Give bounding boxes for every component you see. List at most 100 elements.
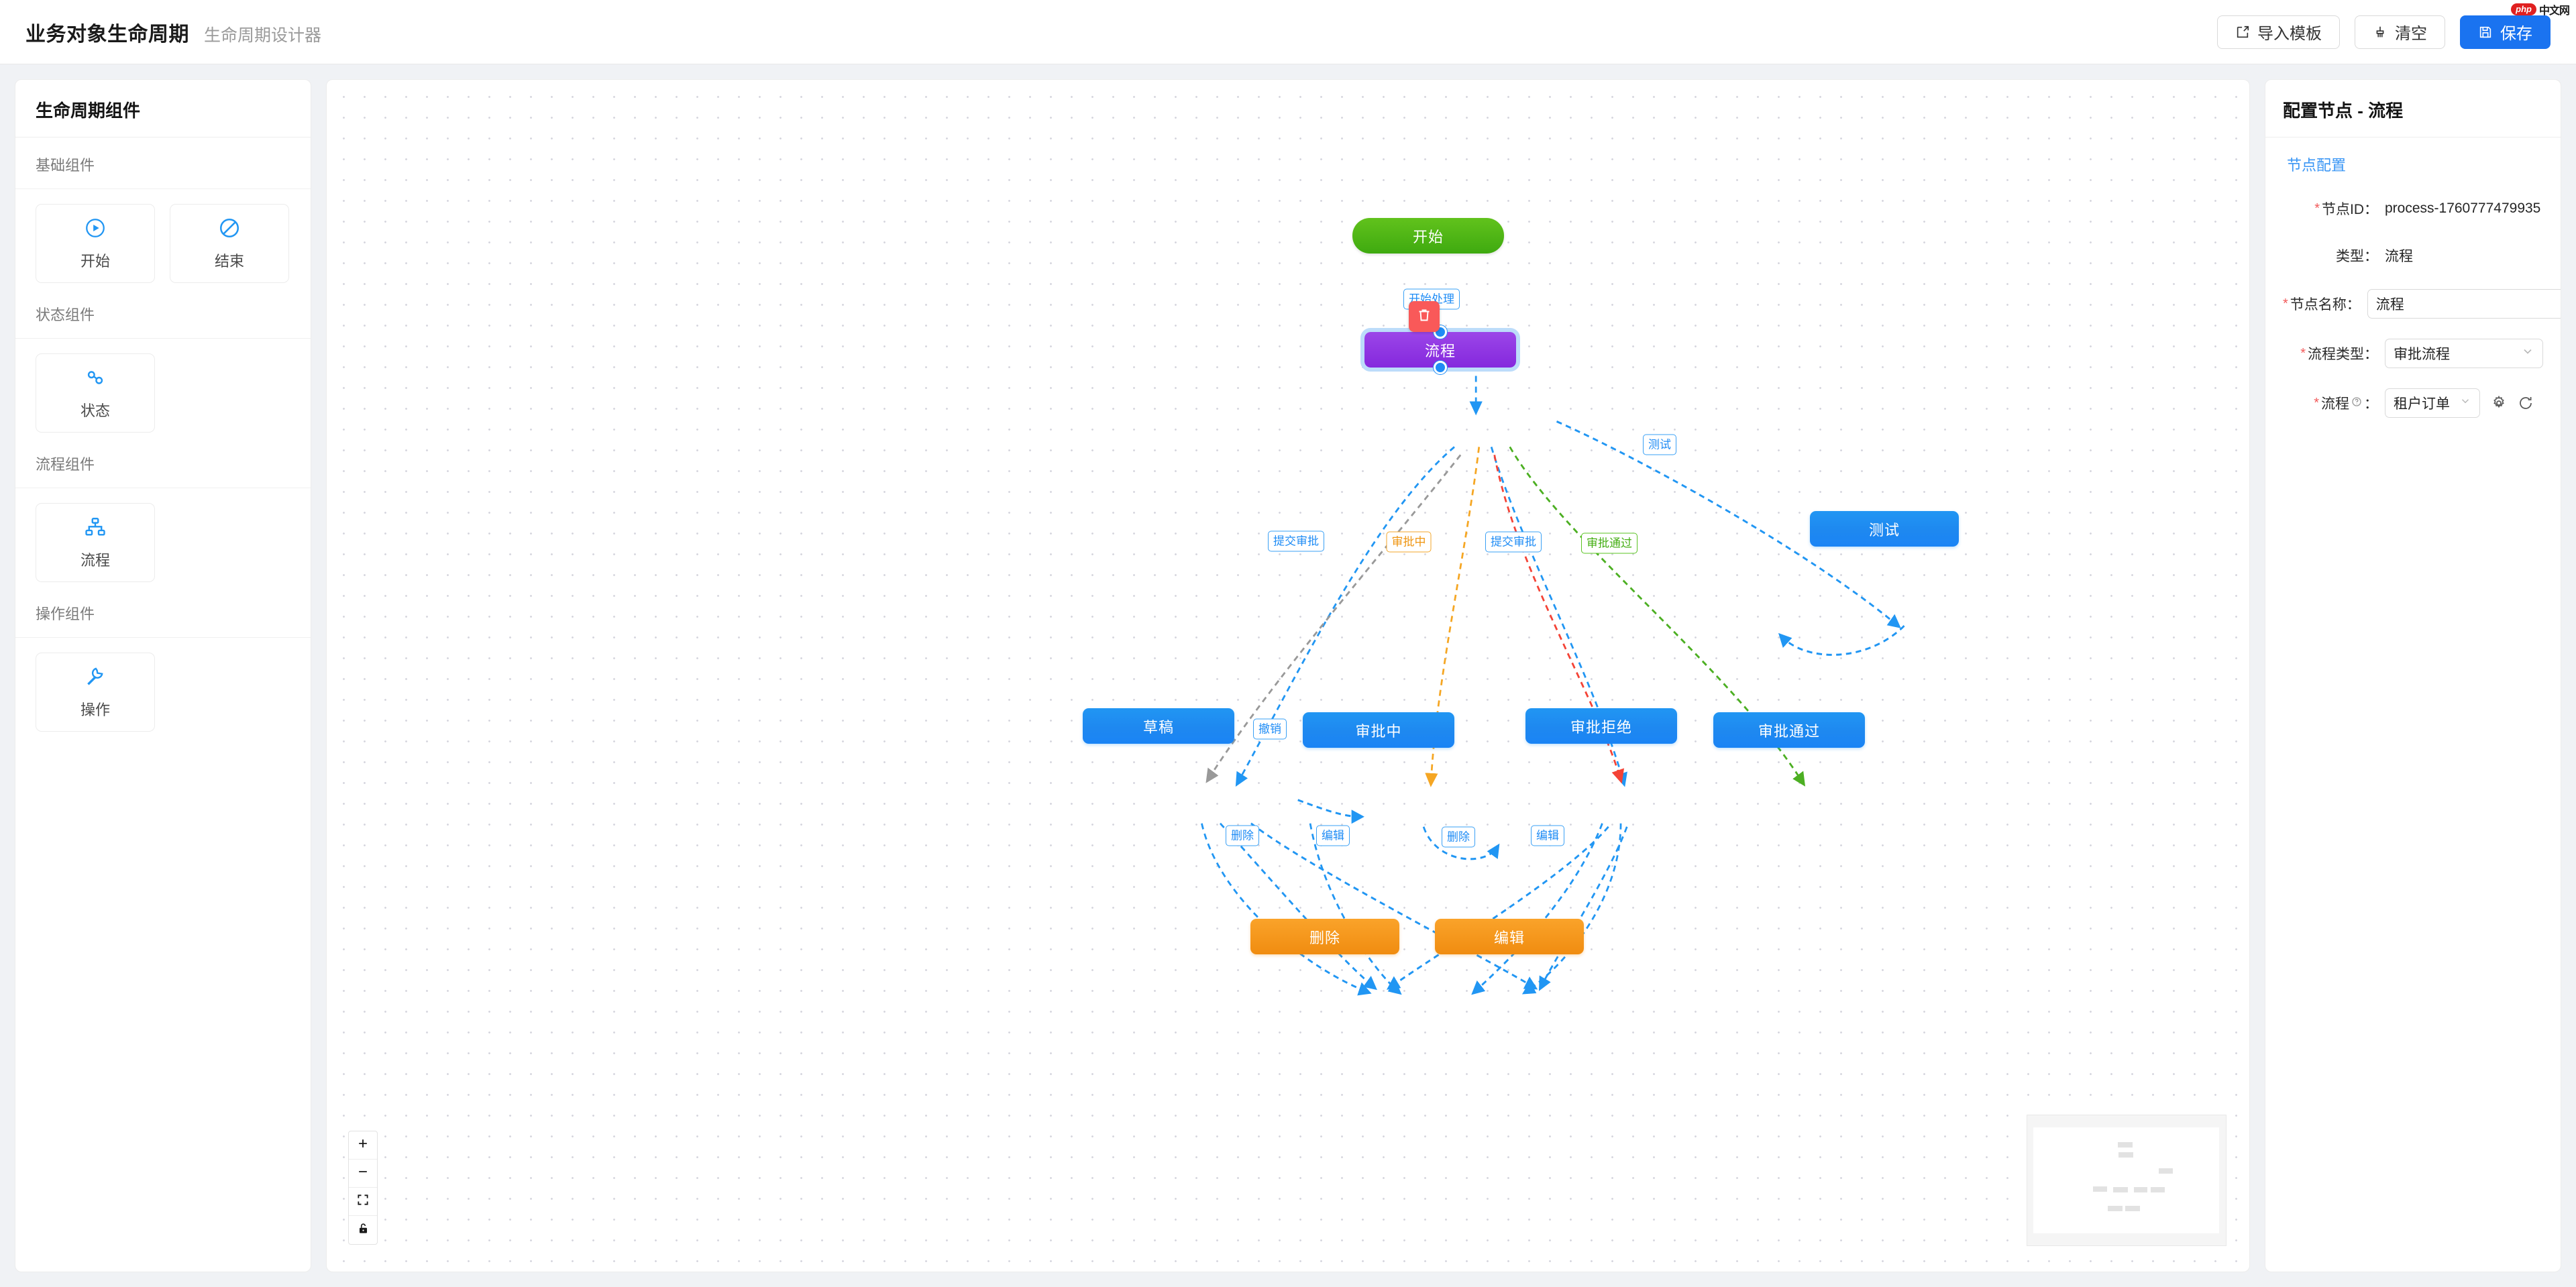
flow-edge[interactable] [1422, 826, 1500, 860]
play-circle-icon [84, 217, 107, 243]
header-title-group: 业务对象生命周期 生命周期设计器 [0, 17, 321, 47]
minimap-node [2108, 1206, 2123, 1211]
flow-edge[interactable] [1309, 823, 1402, 995]
required-star-icon: * [2314, 396, 2319, 410]
flow-edge[interactable] [1521, 823, 1622, 995]
minimap-node [2151, 1187, 2165, 1192]
node-id-value: process-1760777479935 [2385, 201, 2541, 216]
flow-edge[interactable] [1201, 823, 1372, 996]
flow-refresh-icon[interactable] [2518, 395, 2534, 411]
zoom-out-button[interactable] [349, 1160, 377, 1188]
edge-label[interactable]: 删除 [1226, 825, 1259, 846]
fit-view-button[interactable] [349, 1188, 377, 1216]
flow-edge[interactable] [1490, 446, 1627, 787]
fit-screen-icon [356, 1193, 370, 1210]
palette-item-action[interactable]: 操作 [36, 653, 155, 732]
flow-node-draft[interactable]: 草稿 [1083, 708, 1234, 744]
flow-colon: ： [2364, 396, 2378, 412]
edge-label[interactable]: 测试 [1643, 434, 1676, 455]
palette-item-end[interactable]: 结束 [170, 204, 289, 283]
component-palette-sidebar: 生命周期组件 基础组件 开始 结束 状态组件 [15, 79, 311, 1272]
type-label: 类型： [2283, 245, 2385, 266]
edge-label[interactable]: 撤销 [1253, 718, 1287, 740]
canvas-grid-background [327, 80, 2249, 1272]
save-label: 保存 [2500, 25, 2532, 43]
flow-settings-gear-icon[interactable] [2491, 395, 2507, 411]
node-port-bottom[interactable] [1434, 361, 1447, 374]
unlock-icon [357, 1222, 370, 1238]
flow-edge[interactable] [1778, 624, 1905, 656]
flow-type-label-text: 流程类型： [2308, 347, 2378, 362]
flow-select[interactable]: 租户订单 [2385, 388, 2480, 418]
flow-edge[interactable] [1297, 799, 1364, 824]
flow-edge[interactable] [1425, 447, 1481, 787]
sidebar-title: 生命周期组件 [15, 80, 311, 137]
palette-group-label-action: 操作组件 [15, 586, 311, 638]
edge-label[interactable]: 编辑 [1316, 825, 1350, 846]
flow-node-label: 测试 [1868, 521, 1900, 539]
flow-node-label: 审批拒绝 [1570, 718, 1632, 736]
node-config-section-link[interactable]: 节点配置 [2287, 157, 2347, 174]
edge-label[interactable]: 提交审批 [1268, 530, 1324, 552]
palette-row-action: 操作 [15, 638, 311, 736]
app-header: 业务对象生命周期 生命周期设计器 导入模板 清空 [0, 0, 2576, 64]
stop-forbidden-icon [218, 217, 241, 243]
flow-node-label: 流程 [1424, 342, 1456, 359]
edges-layer [1201, 333, 1905, 996]
minimap-node [2125, 1206, 2140, 1211]
minimap[interactable] [2027, 1115, 2226, 1246]
lock-button[interactable] [349, 1216, 377, 1244]
flow-node-pending[interactable]: 审批中 [1303, 712, 1454, 748]
minimap-node [2159, 1168, 2173, 1174]
trash-icon [1416, 307, 1432, 327]
palette-item-label: 结束 [214, 252, 244, 270]
broom-icon [2373, 25, 2387, 40]
clear-button[interactable]: 清空 [2355, 15, 2445, 49]
palette-item-start[interactable]: 开始 [36, 204, 155, 283]
field-row-flow-type: * 流程类型： 审批流程 [2265, 339, 2561, 368]
flow-node-edit[interactable]: 编辑 [1435, 919, 1584, 954]
state-link-icon [84, 366, 107, 392]
save-button[interactable]: 保存 [2460, 15, 2551, 49]
help-circle-icon[interactable] [2351, 395, 2362, 411]
chevron-down-icon [2459, 395, 2471, 411]
palette-item-process[interactable]: 流程 [36, 503, 155, 582]
flow-node-label: 开始 [1412, 228, 1444, 245]
config-panel-title: 配置节点 - 流程 [2265, 80, 2561, 137]
flow-node-rejected[interactable]: 审批拒绝 [1525, 708, 1677, 744]
flow-edge[interactable] [1556, 421, 1901, 628]
flow-node-delete[interactable]: 删除 [1250, 919, 1399, 954]
palette-row-basic: 开始 结束 [15, 189, 311, 287]
node-name-input[interactable] [2367, 289, 2561, 319]
flow-node-test[interactable]: 测试 [1810, 511, 1959, 547]
edge-label[interactable]: 删除 [1442, 826, 1475, 848]
node-id-label: * 节点ID： [2283, 199, 2385, 219]
flow-edge[interactable] [1219, 822, 1377, 991]
page-subtitle: 生命周期设计器 [204, 25, 322, 45]
process-tree-icon [84, 516, 107, 542]
flow-node-process[interactable]: 流程 [1360, 325, 1520, 374]
flow-canvas[interactable]: 开始流程测试草稿审批中审批拒绝审批通过删除编辑 开始处理测试提交审批审批中提交审… [326, 79, 2250, 1272]
edge-label[interactable]: 提交审批 [1485, 531, 1542, 553]
flow-label: * 流程 ： [2283, 393, 2385, 413]
flow-edge[interactable] [1386, 826, 1609, 990]
flow-edge[interactable] [1250, 822, 1538, 990]
flow-node-approved[interactable]: 审批通过 [1713, 712, 1865, 748]
edge-label[interactable]: 审批通过 [1581, 533, 1638, 554]
page-title: 业务对象生命周期 [25, 23, 189, 46]
field-row-node-name: * 节点名称： [2265, 289, 2561, 319]
zoom-in-button[interactable] [349, 1131, 377, 1160]
import-template-button[interactable]: 导入模板 [2217, 15, 2340, 49]
edge-label[interactable]: 审批中 [1386, 531, 1432, 553]
flow-edge[interactable] [1471, 823, 1603, 995]
node-config-panel: 配置节点 - 流程 节点配置 * 节点ID： process-176077747… [2265, 79, 2561, 1272]
flow-type-select[interactable]: 审批流程 [2385, 339, 2543, 368]
edge-label[interactable]: 编辑 [1531, 825, 1564, 846]
flow-edge[interactable] [1205, 454, 1462, 783]
flow-node-start[interactable]: 开始 [1352, 218, 1504, 254]
flow-label-text: 流程 [2321, 396, 2349, 412]
flow-node-label: 审批中 [1355, 722, 1402, 740]
flow-selected-value: 租户订单 [2394, 396, 2450, 412]
delete-edge-button[interactable] [1409, 301, 1440, 332]
palette-item-state[interactable]: 状态 [36, 353, 155, 433]
